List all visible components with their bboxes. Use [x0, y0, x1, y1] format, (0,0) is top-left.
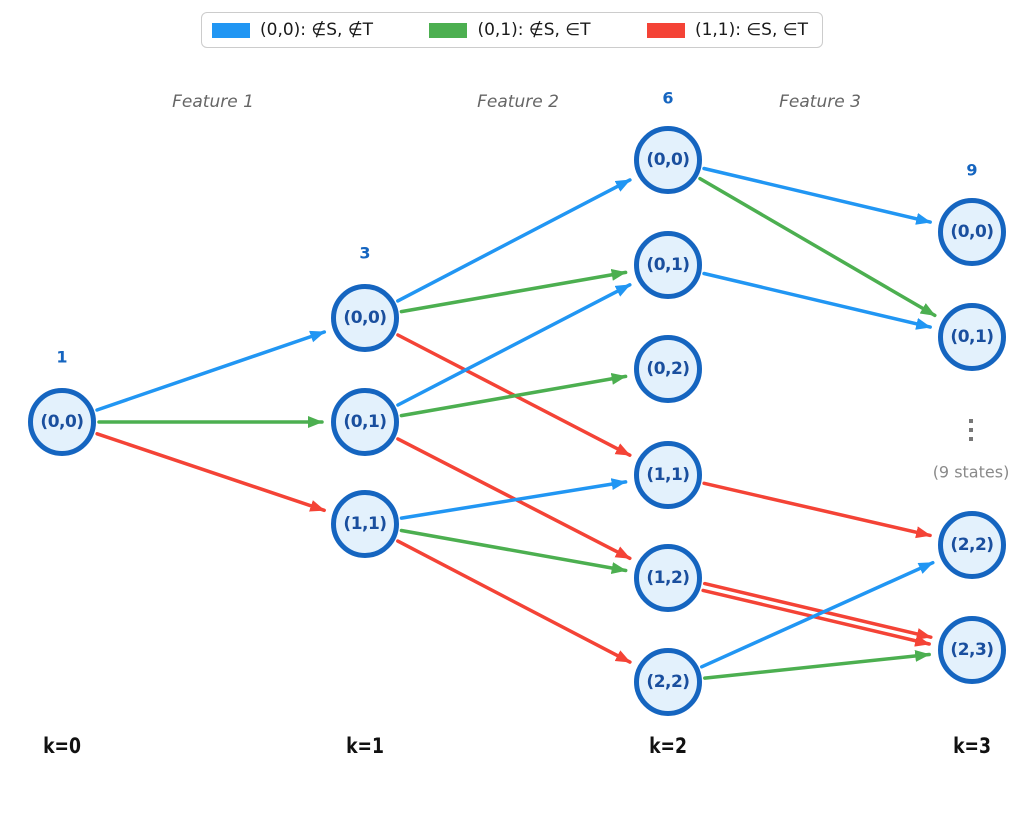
state-node-k1-(0,1): (0,1) [331, 388, 399, 456]
stage-label-k2: k=2 [649, 734, 687, 758]
state-count-k3: 9 [966, 160, 978, 180]
feature-label-1: Feature 1 [172, 92, 254, 112]
node-label: (0,1) [343, 412, 387, 432]
legend: (0,0): ∉S, ∉T (0,1): ∉S, ∈T (1,1): ∈S, ∈T [201, 12, 823, 48]
legend-item-red: (1,1): ∈S, ∈T [646, 20, 808, 40]
state-node-k3-(2,3): (2,3) [938, 616, 1006, 684]
state-node-k2-(1,2): (1,2) [634, 544, 702, 612]
node-label: (0,0) [343, 308, 387, 328]
node-label: (0,0) [950, 222, 994, 242]
state-node-k2-(2,2): (2,2) [634, 648, 702, 716]
feature-label-2: Feature 2 [477, 92, 559, 112]
edge-k2-(2,2)-to-k3-(2,3)-green [703, 649, 931, 680]
node-label: (0,1) [950, 327, 994, 347]
state-node-k3-(0,1): (0,1) [938, 303, 1006, 371]
legend-swatch-green [429, 22, 468, 38]
node-label: (2,2) [646, 672, 690, 692]
stage-label-k1: k=1 [346, 734, 384, 758]
edge-k1-(1,1)-to-k2-(1,2)-green [399, 528, 628, 574]
state-node-k0-(0,0): (0,0) [28, 388, 96, 456]
legend-swatch-blue [212, 22, 250, 38]
stage-label-k0: k=0 [43, 734, 81, 758]
edge-k1-(0,0)-to-k2-(0,0)-blue [396, 178, 632, 303]
legend-label: (1,1): ∈S, ∈T [694, 20, 808, 40]
node-label: (0,2) [646, 359, 690, 379]
node-label: (1,1) [343, 514, 387, 534]
state-node-k2-(1,1): (1,1) [634, 441, 702, 509]
node-label: (0,0) [646, 150, 690, 170]
stage-label-k3: k=3 [953, 734, 991, 758]
edge-k2-(1,2)-to-k3-(2,3)-red [702, 581, 933, 640]
edge-k1-(0,0)-to-k2-(0,1)-green [399, 268, 628, 314]
edge-k2-(0,0)-to-k3-(0,1)-green [698, 176, 937, 318]
legend-label: (0,1): ∉S, ∈T [477, 20, 591, 40]
state-node-k2-(0,1): (0,1) [634, 231, 702, 299]
edge-k1-(1,1)-to-k2-(2,2)-red [396, 539, 632, 664]
edge-k0-(0,0)-to-k1-(0,0)-blue [95, 330, 327, 412]
edge-k1-(1,1)-to-k2-(1,1)-blue [399, 478, 628, 520]
edge-k2-(0,1)-to-k3-(0,1)-blue [702, 271, 932, 330]
node-label: (0,0) [40, 412, 84, 432]
node-label: (1,1) [646, 465, 690, 485]
state-count-k0: 1 [56, 347, 68, 367]
edge-k0-(0,0)-to-k1-(1,1)-red [95, 432, 326, 513]
node-label: (2,3) [950, 640, 994, 660]
state-count-k2: 6 [662, 88, 674, 108]
node-label: (2,2) [950, 535, 994, 555]
edge-k1-(0,1)-to-k2-(0,1)-blue [396, 283, 632, 407]
edge-k2-(2,2)-to-k3-(2,2)-blue [699, 560, 935, 669]
legend-item-blue: (0,0): ∉S, ∉T [212, 20, 373, 40]
state-node-k1-(0,0): (0,0) [331, 284, 399, 352]
hidden-states-note: (9 states) [932, 462, 1010, 482]
state-node-k1-(1,1): (1,1) [331, 490, 399, 558]
legend-item-green: (0,1): ∉S, ∈T [429, 20, 591, 40]
ellipsis-dots-icon [969, 419, 973, 441]
state-node-k3-(0,0): (0,0) [938, 198, 1006, 266]
state-node-k2-(0,2): (0,2) [634, 335, 702, 403]
node-label: (1,2) [646, 568, 690, 588]
state-node-k2-(0,0): (0,0) [634, 126, 702, 194]
feature-label-3: Feature 3 [779, 92, 861, 112]
state-node-k3-(2,2): (2,2) [938, 511, 1006, 579]
edge-k2-(0,0)-to-k3-(0,0)-blue [702, 166, 932, 225]
node-label: (0,1) [646, 255, 690, 275]
edge-k1-(0,1)-to-k2-(0,2)-green [399, 372, 628, 418]
edge-k2-(1,2)-to-k3-(2,3)-red [701, 588, 931, 647]
state-count-k1: 3 [359, 243, 371, 263]
legend-label: (0,0): ∉S, ∉T [260, 20, 374, 40]
legend-swatch-red [646, 22, 685, 38]
edge-k2-(1,1)-to-k3-(2,2)-red [702, 481, 932, 539]
